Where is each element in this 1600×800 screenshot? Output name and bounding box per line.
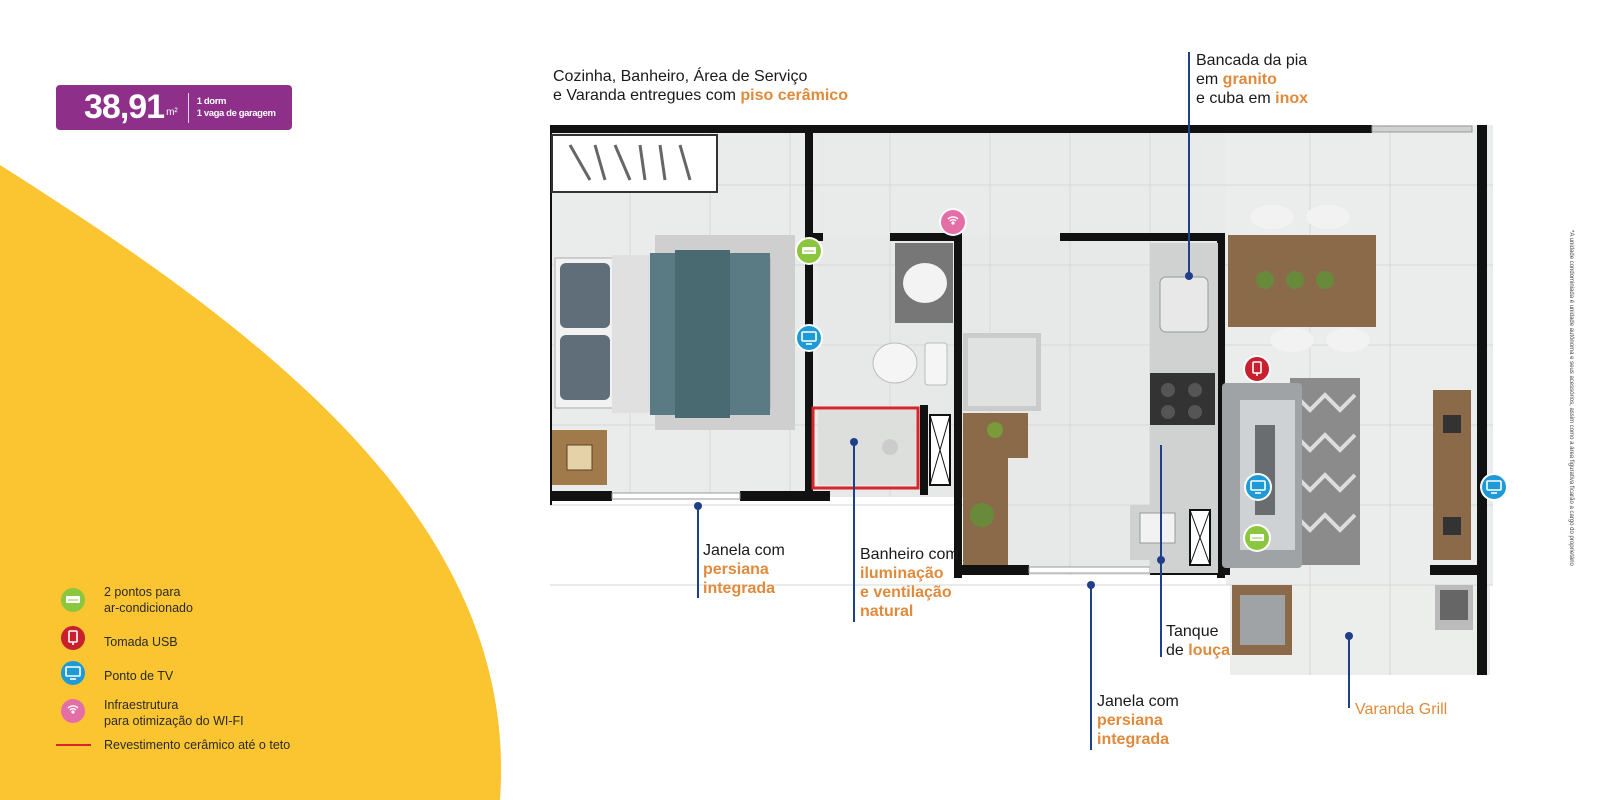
shower-area bbox=[818, 410, 916, 485]
windows bbox=[611, 125, 1473, 574]
callout-tank-line1: Tanque bbox=[1166, 623, 1219, 640]
callout-counter-granite: granito bbox=[1222, 71, 1277, 88]
nightstand bbox=[552, 430, 607, 485]
callout-counter-line3: e cuba em inox bbox=[1196, 89, 1308, 108]
legend-ac-line1: 2 pontos para bbox=[104, 585, 181, 599]
area-badge: 38,91 m² 1 dorm 1 vaga de garagem bbox=[56, 85, 292, 130]
legend-tv-label: Ponto de TV bbox=[104, 669, 174, 683]
leader-tank bbox=[1160, 445, 1162, 657]
tv-rack bbox=[1433, 390, 1471, 560]
callout-bathroom: Banheiro com iluminação e ventilação nat… bbox=[860, 545, 959, 621]
legend-ac-label: 2 pontos para ar-condicionado bbox=[104, 584, 193, 616]
callout-bathroom-line1: Banheiro com bbox=[860, 546, 959, 563]
bed bbox=[554, 250, 771, 418]
balcony-grill bbox=[1232, 585, 1473, 655]
callout-floor: Cozinha, Banheiro, Área de Serviço e Var… bbox=[553, 67, 848, 105]
leader-dot-counter bbox=[1185, 272, 1193, 280]
callout-counter-inox: inox bbox=[1275, 90, 1309, 107]
tv-point-icon bbox=[1482, 475, 1506, 499]
callout-window-living-line3: integrada bbox=[1097, 731, 1170, 748]
tv-point-icon bbox=[797, 326, 821, 350]
area-unit: m² bbox=[166, 107, 178, 118]
callout-tank-text2: de bbox=[1166, 642, 1189, 659]
callout-counter-line2: em granito bbox=[1196, 70, 1308, 89]
callout-floor-highlight: piso cerâmico bbox=[740, 87, 848, 104]
refrigerator bbox=[963, 333, 1041, 411]
leader-bathroom bbox=[853, 442, 855, 622]
wifi-icon bbox=[941, 210, 965, 234]
air-conditioner-icon bbox=[61, 588, 85, 612]
callout-balcony: Varanda Grill bbox=[1355, 701, 1448, 718]
callout-counter-text3: e cuba em bbox=[1196, 90, 1276, 107]
callout-bathroom-line2: iluminação bbox=[860, 565, 944, 582]
tv-point-icon bbox=[61, 661, 85, 685]
legend-ac-line2: ar-condicionado bbox=[104, 601, 193, 615]
callout-window-bedroom-line3: integrada bbox=[703, 580, 776, 597]
legend-usb-label: Tomada USB bbox=[104, 635, 178, 649]
badge-info: 1 dorm 1 vaga de garagem bbox=[197, 96, 276, 120]
area-value: 38,91 bbox=[84, 88, 165, 126]
leader-counter bbox=[1188, 52, 1190, 277]
callout-window-living-line1: Janela com bbox=[1097, 693, 1179, 710]
laundry-tank bbox=[1130, 505, 1185, 560]
callout-floor-line2: e Varanda entregues com piso cerâmico bbox=[553, 86, 848, 105]
wardrobe bbox=[551, 134, 718, 193]
callout-counter-line1: Bancada da pia bbox=[1196, 52, 1308, 69]
dining-table bbox=[1228, 205, 1376, 352]
callout-window-living-line2: persiana bbox=[1097, 712, 1163, 729]
air-conditioner-icon bbox=[1245, 526, 1269, 550]
shower-ceramic-outline bbox=[811, 406, 920, 490]
leader-balcony bbox=[1348, 636, 1350, 708]
bedrooms-label: 1 dorm bbox=[196, 95, 227, 107]
leader-window-bedroom bbox=[697, 506, 699, 598]
legend-wifi-label: Infraestrutura para otimização do WI-FI bbox=[104, 697, 244, 729]
badge-divider bbox=[187, 92, 189, 123]
wifi-icon bbox=[61, 699, 85, 723]
legend-wifi-line1: Infraestrutura bbox=[104, 698, 179, 712]
callout-tank: Tanque de louça bbox=[1166, 622, 1230, 660]
leader-window-living bbox=[1090, 585, 1092, 750]
callout-window-living: Janela com persiana integrada bbox=[1097, 692, 1179, 749]
callout-floor-line1: Cozinha, Banheiro, Área de Serviço bbox=[553, 68, 808, 85]
callout-window-bedroom: Janela com persiana integrada bbox=[703, 541, 785, 598]
callout-window-bedroom-line1: Janela com bbox=[703, 542, 785, 559]
callout-counter-text2: em bbox=[1196, 71, 1223, 88]
callout-tank-highlight: louça bbox=[1188, 642, 1231, 659]
floor-plan bbox=[550, 125, 1493, 675]
callout-counter: Bancada da pia em granito e cuba em inox bbox=[1196, 51, 1308, 108]
usb-outlet-icon bbox=[61, 626, 85, 650]
kitchen-shaft bbox=[1189, 509, 1211, 566]
callout-bathroom-line3: e ventilação bbox=[860, 584, 952, 601]
callout-floor-text: e Varanda entregues com bbox=[553, 87, 741, 104]
shaft bbox=[929, 414, 951, 486]
legend-wifi-line2: para otimização do WI-FI bbox=[104, 714, 244, 728]
disclaimer: *A unidade condominiada é unidade autôno… bbox=[1568, 230, 1574, 566]
callout-tank-line2: de louça bbox=[1166, 641, 1230, 660]
air-conditioner-icon bbox=[797, 239, 821, 263]
parking-label: 1 vaga de garagem bbox=[196, 107, 276, 119]
tv-point-icon bbox=[1246, 475, 1270, 499]
toilet bbox=[872, 342, 948, 386]
callout-window-bedroom-line2: persiana bbox=[703, 561, 769, 578]
callout-bathroom-line4: natural bbox=[860, 603, 914, 620]
usb-outlet-icon bbox=[1245, 357, 1269, 381]
legend-ceramic-label: Revestimento cerâmico até o teto bbox=[104, 738, 291, 752]
red-line-icon bbox=[56, 744, 91, 746]
bathroom-sink bbox=[895, 243, 953, 323]
kitchen-table bbox=[963, 413, 1028, 565]
